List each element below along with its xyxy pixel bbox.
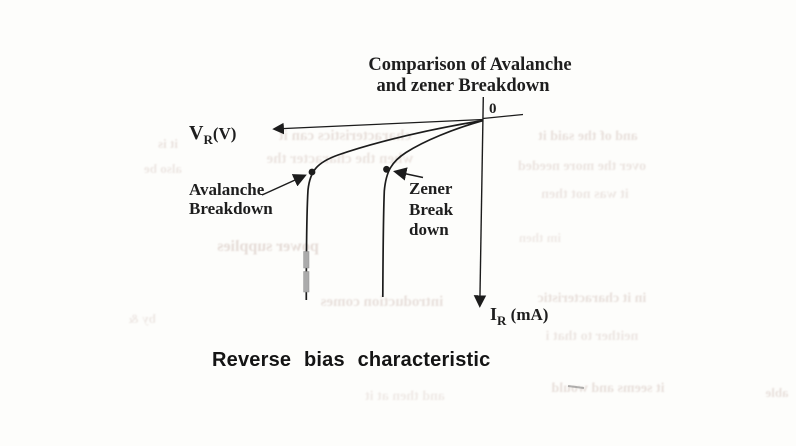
avalanche-knee-dot	[308, 168, 316, 176]
y-axis-symbol: I	[490, 304, 497, 324]
ghost-text: over the more needed	[518, 159, 646, 174]
ghost-text: introduction comes	[321, 294, 444, 310]
zener-knee-dot	[383, 165, 390, 173]
scan-artifact	[303, 251, 310, 269]
y-axis-label: IR (mA)	[490, 304, 548, 328]
figure-title-line1: Comparison of Avalanche	[368, 55, 571, 75]
zener-pointer-arrow	[393, 167, 424, 181]
origin-label: 0	[489, 101, 497, 117]
ghost-bleedthrough-layer: characteristics can it when the characte…	[128, 128, 789, 404]
ghost-text: im then	[518, 230, 561, 245]
ghost-text: also be	[144, 161, 182, 176]
ghost-text: characteristics can it	[279, 128, 411, 144]
ghost-text: able	[765, 385, 788, 400]
avalanche-label-line1: Avalanche	[189, 180, 265, 199]
x-axis-unit: (V)	[213, 124, 237, 143]
scan-artifact	[303, 271, 310, 293]
figure-title-line2: and zener Breakdown	[376, 76, 550, 96]
x-axis-arrow	[272, 118, 484, 135]
ghost-text: and then at it	[365, 389, 445, 404]
ghost-text: neither to that i	[546, 329, 639, 344]
ghost-text: in it characteristic	[538, 291, 647, 306]
ghost-text: it was not then	[541, 187, 629, 202]
y-axis-line	[473, 96, 487, 308]
ink-smudge	[567, 385, 585, 389]
ghost-text: by &	[128, 311, 156, 326]
avalanche-pointer-arrow	[261, 174, 307, 196]
ghost-text: it is	[158, 136, 178, 151]
zener-label-line2: Break	[409, 200, 454, 219]
ghost-text: when the character the	[266, 151, 413, 167]
avalanche-curve	[305, 119, 484, 301]
ghost-text: and of the said it	[538, 129, 638, 144]
y-axis-subscript: R	[497, 313, 507, 328]
ghost-text: it seems and would	[551, 381, 664, 396]
x-axis-symbol: V	[189, 122, 204, 144]
x-axis-label: VR(V)	[189, 122, 236, 147]
y-axis-unit: (mA)	[506, 305, 548, 324]
x-axis-right-stub	[482, 113, 524, 120]
figure-caption: Reverse bias characteristic	[212, 349, 491, 371]
ghost-text: power supplies	[217, 238, 319, 255]
zener-label-line3: down	[409, 220, 449, 239]
avalanche-label-line2: Breakdown	[189, 199, 273, 218]
x-axis-subscript: R	[203, 132, 213, 147]
zener-label-line1: Zener	[409, 179, 453, 198]
